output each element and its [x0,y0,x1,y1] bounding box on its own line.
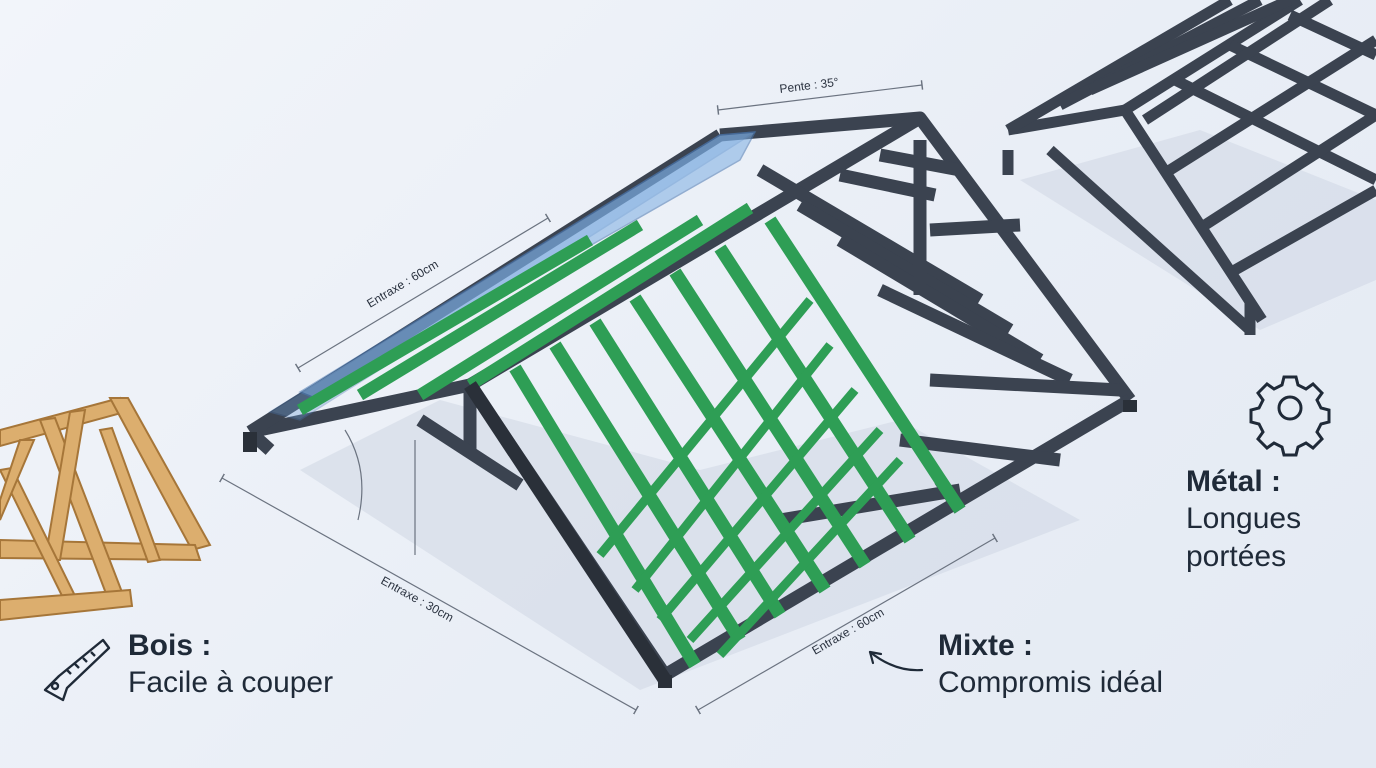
wood-truss [0,396,212,622]
caption-wood: Bois : Facile à couper [128,628,333,702]
dimension-lines [219,80,999,715]
saw-icon [43,638,111,702]
dim-spacing-left-label: Entraxe : 30cm [379,573,456,624]
gear-icon [1249,375,1331,457]
caption-metal-title: Métal : [1186,465,1282,498]
caption-metal: Métal : Longues portées [1186,464,1301,576]
caption-mixed-title: Mixte : [938,629,1034,662]
caption-mixed-subtitle: Compromis idéal [938,666,1164,699]
caption-metal-subtitle-line1: Longues [1186,502,1302,535]
curved-arrow-icon [868,650,924,672]
dim-spacing-top-label: Entraxe : 60cm [364,257,440,311]
metal-truss [1002,0,1376,335]
caption-metal-subtitle-line2: portées [1186,540,1287,573]
caption-mixed: Mixte : Compromis idéal [938,628,1163,702]
caption-wood-subtitle: Facile à couper [128,666,334,699]
caption-wood-title: Bois : [128,629,212,662]
dim-slope-label: Pente : 35° [779,75,840,96]
